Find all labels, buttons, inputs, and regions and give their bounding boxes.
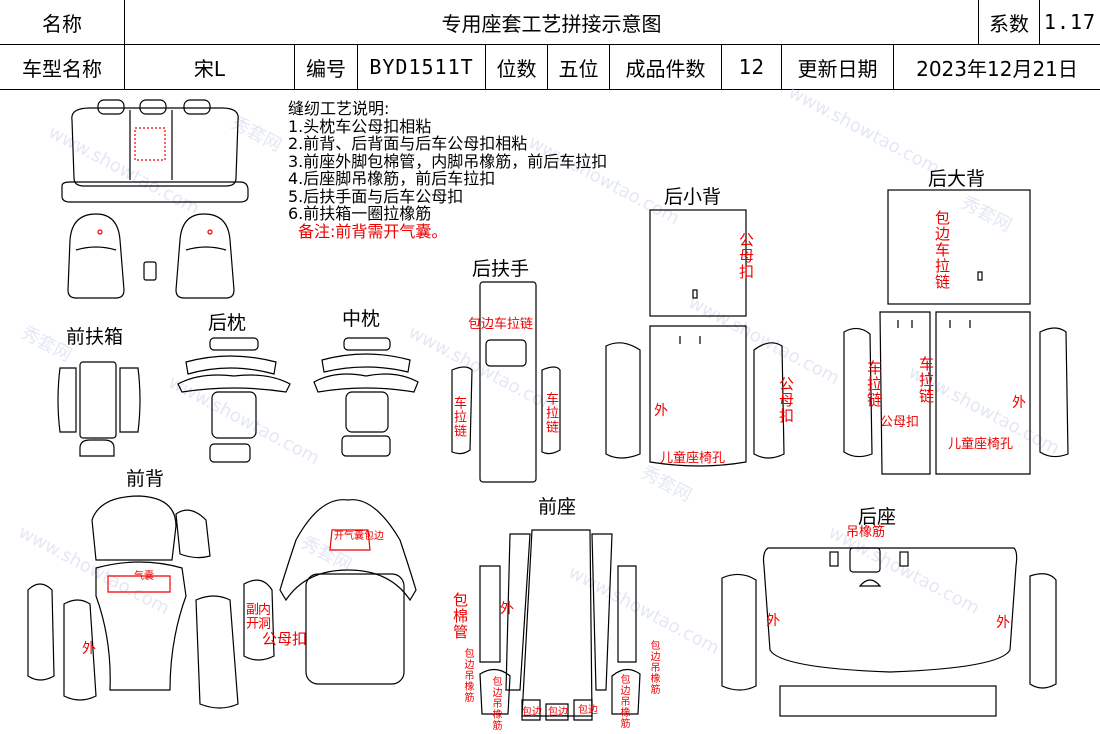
- seats-value: 五位: [548, 45, 610, 90]
- middle-pillow-pattern: [313, 337, 419, 457]
- note-item: 5.后扶手面与后车公母扣: [288, 186, 464, 206]
- section-rear-small-back: 后小背: [664, 186, 722, 208]
- note-item: 3.前座外脚包棉管，内脚吊橡筋，前后车拉扣: [288, 151, 608, 171]
- section-front-seat: 前座: [538, 496, 577, 518]
- front-seat-pattern: [479, 529, 641, 721]
- annot-edge-hang-elastic: 包边吊橡筋: [618, 674, 629, 729]
- rear-pillow-pattern: [177, 337, 291, 463]
- note-item: 4.后座脚吊橡筋，前后车拉扣: [288, 169, 496, 188]
- annot-buckle: 公母扣: [262, 630, 308, 648]
- rear-small-back-pattern: [605, 209, 785, 467]
- annot-open: 洞: [258, 617, 272, 632]
- annot-outer: 外: [82, 641, 96, 657]
- annot-child-seat-hole: 儿童座椅孔: [660, 451, 726, 466]
- annot-airbag: 气囊: [134, 571, 154, 582]
- coef-label: 系数: [979, 0, 1040, 45]
- annot-buckle: 公母扣: [880, 415, 920, 430]
- note-item: 2.前背、后背面与后车公母扣相粘: [288, 134, 528, 153]
- section-front-back: 前背: [126, 468, 165, 490]
- notes-title: 缝纫工艺说明:: [288, 99, 390, 118]
- annot-car-zipper: 车拉链: [917, 356, 935, 404]
- front-armbox-pattern: [57, 361, 141, 457]
- annot-outer: 外: [654, 403, 668, 419]
- coef-value: 1.17: [1040, 0, 1100, 45]
- seat-overview-illustration: [61, 99, 249, 299]
- rear-big-back-pattern: [843, 189, 1069, 475]
- front-back-pattern: [27, 495, 417, 709]
- code-label: 编号: [295, 45, 358, 90]
- code-value: BYD1511T: [358, 45, 486, 90]
- pieces-label: 成品件数: [610, 45, 722, 90]
- annot-child-seat-hole: 儿童座椅孔: [948, 437, 1014, 452]
- annot-edge: 包边: [522, 707, 542, 718]
- car-model-label: 车型名称: [0, 45, 125, 90]
- header-table: 名称 专用座套工艺拼接示意图 系数 1.17 车型名称 宋L 编号 BYD151…: [0, 0, 1100, 90]
- annot-edge-hang-elastic: 包边吊橡筋: [490, 676, 501, 731]
- rear-armrest-pattern: [451, 281, 561, 483]
- sheet-title: 专用座套工艺拼接示意图: [125, 0, 979, 45]
- annot-outer: 外: [500, 601, 514, 617]
- sewing-notes: 缝纫工艺说明: 1.头枕车公母扣相粘 2.前背、后背面与后车公母扣相粘 3.前座…: [288, 100, 607, 240]
- notes-remark: 备注:前背需开气囊。: [298, 221, 448, 241]
- annot-car-zipper: 车拉链: [865, 360, 883, 408]
- annot-edge: 包边: [548, 707, 568, 718]
- section-rear-armrest: 后扶手: [472, 258, 530, 280]
- annot-car-zipper: 车拉链: [543, 392, 558, 434]
- annot-outer: 外: [996, 615, 1010, 631]
- annot-car-zipper: 车拉链: [451, 396, 466, 438]
- annot-hang-elastic: 吊橡筋: [846, 525, 886, 540]
- section-mid-pillow: 中枕: [342, 308, 381, 330]
- pieces-value: 12: [722, 45, 782, 90]
- section-rear-big-back: 后大背: [928, 168, 986, 190]
- annot-edge: 包边: [578, 705, 598, 716]
- annot-outer: 外: [1012, 395, 1026, 411]
- rear-seat-pattern: [721, 547, 1057, 717]
- update-label: 更新日期: [782, 45, 894, 90]
- annot-buckle: 公母扣: [737, 232, 755, 280]
- car-model-value: 宋L: [125, 45, 295, 90]
- section-front-armbox: 前扶箱: [66, 326, 124, 348]
- annot-edge-hang-elastic: 包边吊橡筋: [462, 648, 473, 703]
- note-item: 1.头枕车公母扣相粘: [288, 116, 432, 136]
- annot-outer: 外: [766, 613, 780, 629]
- seats-label: 位数: [486, 45, 548, 90]
- annot-buckle: 公母扣: [777, 376, 795, 424]
- note-item: 6.前扶箱一圈拉橡筋: [288, 204, 432, 223]
- annot-side-opening: 副开: [243, 602, 258, 630]
- annot-inner: 内: [258, 603, 272, 618]
- section-rear-pillow: 后枕: [208, 312, 247, 334]
- annot-cotton-tube: 包棉管: [451, 592, 469, 640]
- annot-edge-hang-elastic: 包边吊橡筋: [648, 640, 659, 695]
- section-rear-seat: 后座: [858, 506, 897, 528]
- name-label: 名称: [0, 0, 125, 45]
- annot-edge-zipper: 包边车拉链: [933, 210, 951, 290]
- annot-zipper-edge: 包边车拉链: [468, 317, 534, 332]
- update-value: 2023年12月21日: [894, 45, 1100, 90]
- annot-airbag-edge: 开气囊包边: [334, 531, 384, 542]
